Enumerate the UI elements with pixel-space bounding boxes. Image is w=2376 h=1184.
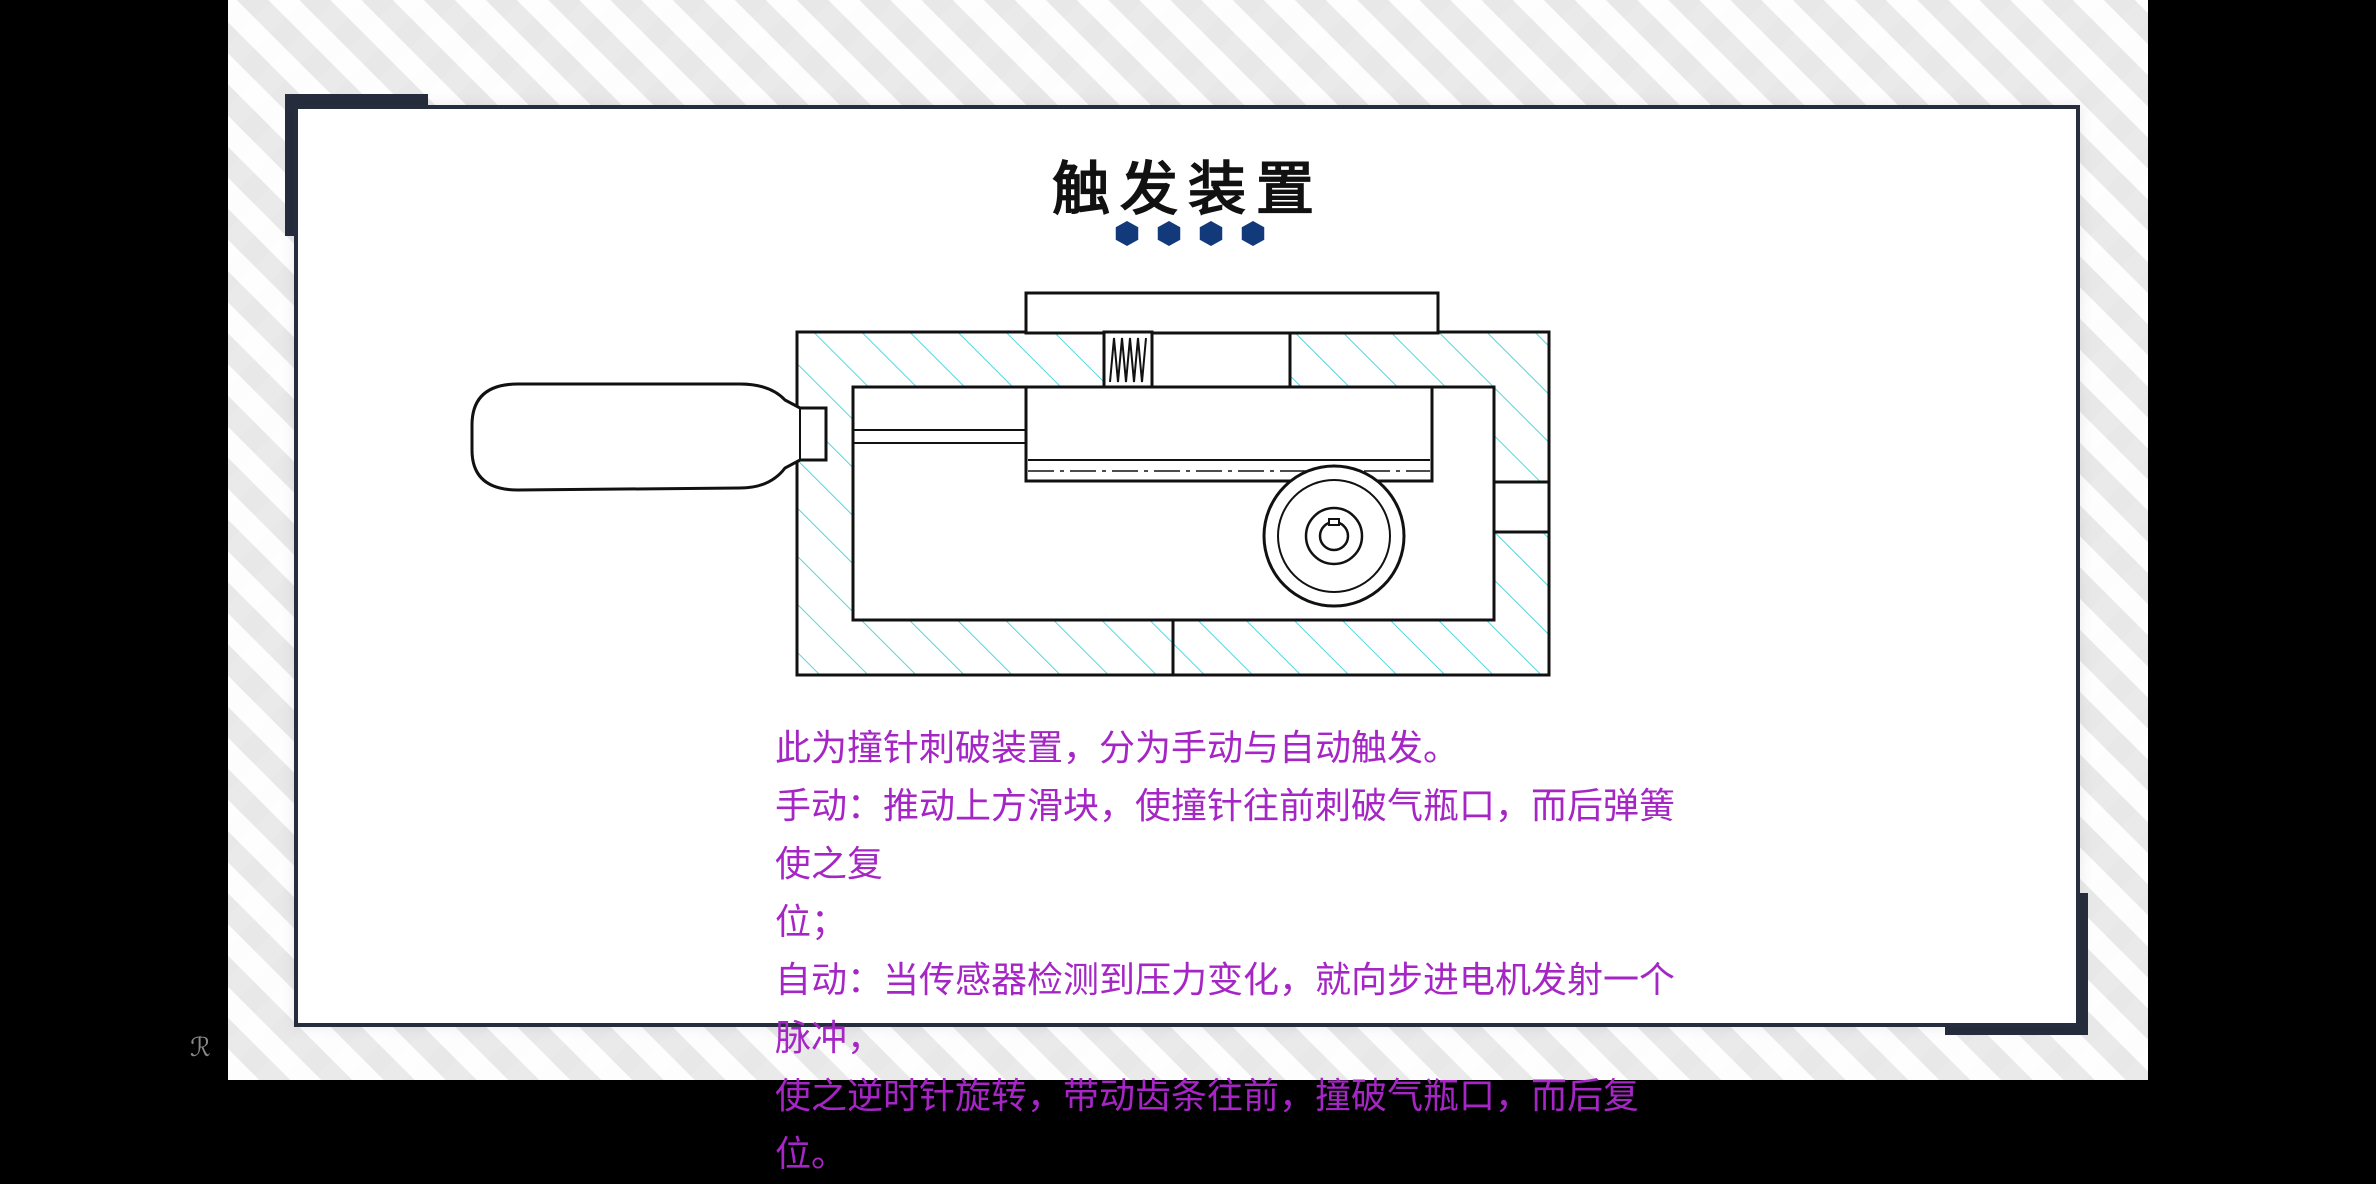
description-line: 使之逆时针旋转，带动齿条往前，撞破气瓶口，而后复位。 — [775, 1076, 1640, 1175]
striker-pin — [853, 429, 1026, 444]
gear-wheel — [1262, 464, 1406, 608]
description-line: 手动：推动上方滑块，使撞针往前刺破气瓶口，而后弹簧使之复 — [775, 786, 1676, 885]
gas-outlet — [1492, 480, 1551, 534]
description-line: 此为撞针刺破装置，分为手动与自动触发。 — [775, 728, 1460, 769]
return-spring — [1102, 330, 1154, 389]
description-text: 此为撞针刺破装置，分为手动与自动触发。 手动：推动上方滑块，使撞针往前刺破气瓶口… — [775, 720, 1695, 1184]
description-line: 自动：当传感器检测到压力变化，就向步进电机发射一个脉冲， — [775, 960, 1676, 1059]
description-line: 位； — [775, 902, 848, 943]
hexagon-bullet-icon — [1241, 221, 1265, 246]
hexagon-bullet-icon — [1199, 221, 1223, 246]
top-slider — [1024, 291, 1440, 483]
trigger-mechanism-diagram — [470, 291, 1551, 677]
title-decoration — [1100, 221, 1280, 249]
infinity-logo-icon: ℛ — [190, 1033, 211, 1063]
handle — [470, 382, 828, 492]
hexagon-bullet-icon — [1115, 221, 1139, 246]
hexagon-bullet-icon — [1157, 221, 1181, 246]
slide-title: 触发装置 — [1051, 155, 1324, 223]
